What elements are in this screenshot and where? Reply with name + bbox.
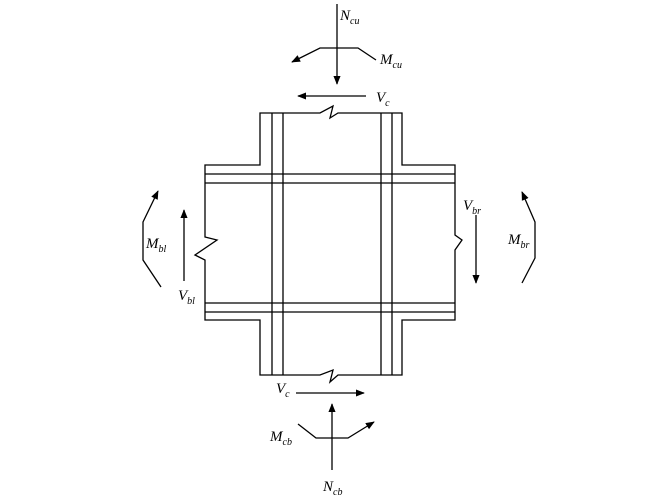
beam-bars — [205, 173, 455, 313]
m-br-label: Mbr — [507, 232, 530, 251]
n-cu-label: Ncu — [339, 8, 359, 27]
joint-outline — [193, 104, 463, 384]
v-bl-label: Vbl — [178, 288, 195, 307]
m-bl-arrow — [142, 190, 162, 288]
v-c-top-label: Vc — [376, 90, 390, 109]
m-cb-label: Mcb — [269, 429, 292, 448]
m-bl-label: Mbl — [145, 236, 167, 255]
m-br-arrow — [521, 191, 536, 284]
v-br-label: Vbr — [463, 198, 481, 217]
m-cu-arrow — [291, 47, 377, 63]
n-cb-label: Ncb — [322, 479, 342, 498]
m-cb-arrow — [297, 421, 375, 439]
column-bars — [271, 113, 393, 375]
m-cu-label: Mcu — [379, 52, 402, 71]
v-c-bottom-label: Vc — [276, 381, 290, 400]
